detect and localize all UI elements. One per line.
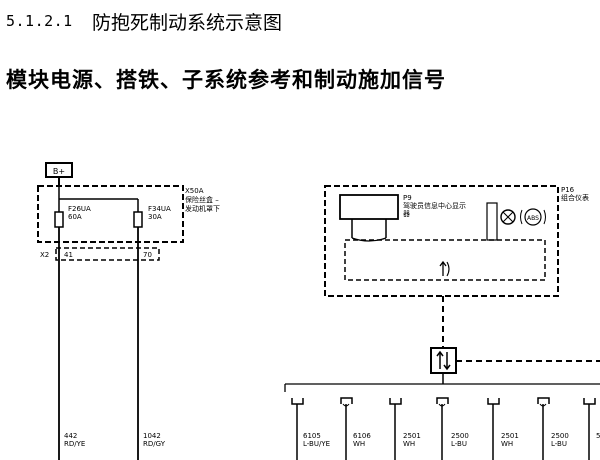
- svg-text:2500: 2500: [451, 432, 469, 440]
- svg-text:驾驶员信息中心显示: 驾驶员信息中心显示: [403, 201, 466, 210]
- svg-text:70: 70: [143, 251, 152, 259]
- svg-text:X2: X2: [40, 251, 49, 259]
- bus-wire-6106: 6106 WH: [340, 397, 371, 460]
- svg-text:发动机罩下: 发动机罩下: [185, 204, 220, 213]
- abs-warning-indicator: ABS: [486, 202, 546, 241]
- svg-text:2501: 2501: [403, 432, 421, 440]
- svg-text:1042: 1042: [143, 432, 161, 440]
- dic-display-p9: P9 驾驶员信息中心显示 器: [339, 194, 466, 242]
- svg-text:6106: 6106: [353, 432, 371, 440]
- bus-wire-2500-b: 2500 L-BU: [537, 397, 569, 460]
- bus-wire-6105: 6105 L-BU/YE: [291, 398, 330, 460]
- bus-wire-2500-a: 2500 L-BU: [436, 397, 469, 460]
- page-subtitle: 模块电源、搭铁、子系统参考和制动施加信号: [6, 68, 446, 92]
- svg-text:F26UA: F26UA: [68, 205, 91, 213]
- bus-wire-2501-b: 2501 WH: [487, 398, 519, 460]
- svg-text:ABS: ABS: [527, 215, 539, 222]
- fuse-f34ua: F34UA 30A: [133, 205, 171, 228]
- svg-text:2500: 2500: [551, 432, 569, 440]
- svg-text:F34UA: F34UA: [148, 205, 171, 213]
- svg-text:P16: P16: [561, 186, 575, 194]
- fuse-block-underhood: X50A 保险丝盒 – 发动机罩下: [37, 185, 220, 243]
- section-number: 5.1.2.1: [6, 12, 73, 30]
- wire-442: 442 RD/YE: [58, 227, 85, 460]
- serial-data-arrow-icon: [439, 260, 450, 277]
- connector-x2: X2 41 70: [40, 247, 160, 261]
- svg-text:器: 器: [403, 210, 410, 218]
- fuse-f26ua: F26UA 60A: [54, 205, 91, 228]
- svg-text:30A: 30A: [148, 213, 162, 221]
- svg-text:组合仪表: 组合仪表: [561, 193, 589, 202]
- svg-text:L-BU: L-BU: [551, 440, 567, 448]
- svg-text:41: 41: [64, 251, 73, 259]
- svg-text:保险丝盒 –: 保险丝盒 –: [185, 195, 219, 204]
- svg-text:5: 5: [596, 432, 600, 440]
- svg-text:WH: WH: [501, 440, 513, 448]
- wire-1042: 1042 RD/GY: [137, 227, 166, 460]
- svg-text:2501: 2501: [501, 432, 519, 440]
- svg-text:442: 442: [64, 432, 77, 440]
- svg-text:RD/GY: RD/GY: [143, 440, 166, 448]
- svg-text:B+: B+: [53, 167, 65, 176]
- instrument-cluster-p16: P16 组合仪表: [324, 185, 589, 297]
- svg-text:6105: 6105: [303, 432, 321, 440]
- svg-text:WH: WH: [403, 440, 415, 448]
- data-link-connector-icon: [430, 347, 600, 374]
- svg-text:L-BU/YE: L-BU/YE: [303, 440, 330, 448]
- svg-text:X50A: X50A: [185, 187, 204, 195]
- svg-text:WH: WH: [353, 440, 365, 448]
- section-title: 防抱死制动系统示意图: [92, 12, 283, 34]
- svg-text:60A: 60A: [68, 213, 82, 221]
- svg-text:P9: P9: [403, 194, 412, 202]
- battery-plus-terminal: B+: [45, 162, 73, 186]
- bus-wire-2501-a: 2501 WH: [389, 398, 421, 460]
- data-bus-bracket: [284, 373, 600, 392]
- bus-wire-partial: 5: [583, 398, 600, 460]
- svg-text:RD/YE: RD/YE: [64, 440, 85, 448]
- svg-text:L-BU: L-BU: [451, 440, 467, 448]
